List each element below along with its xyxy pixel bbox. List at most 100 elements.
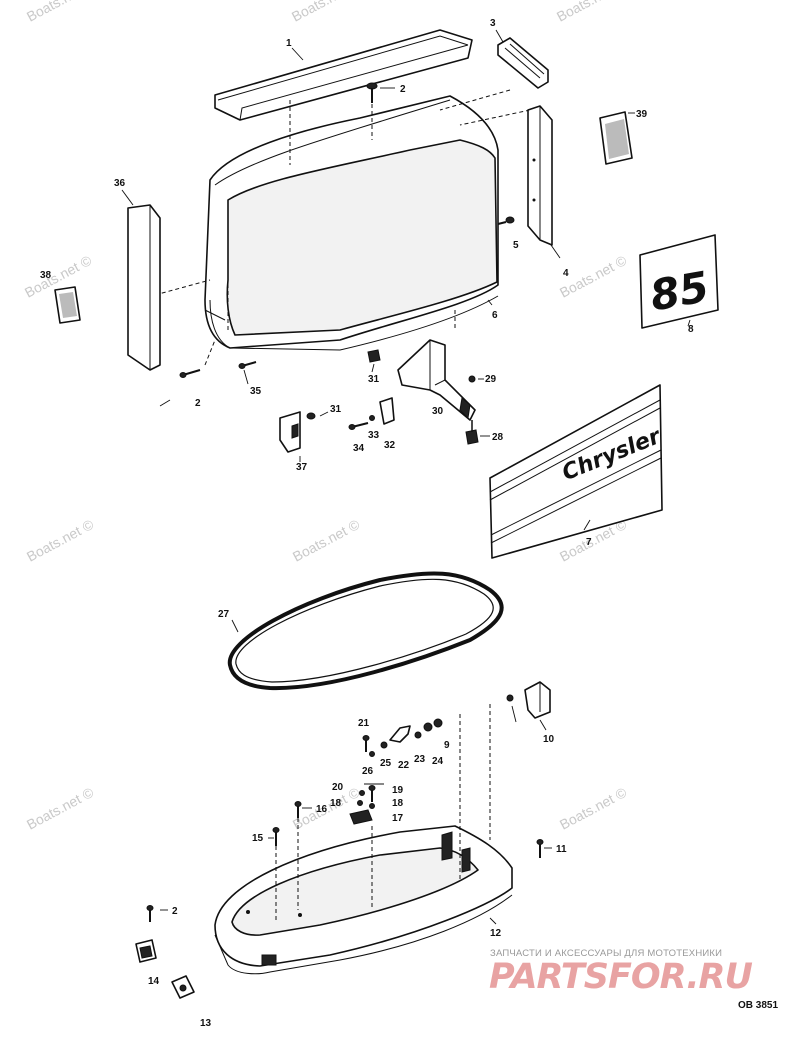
part-32-catch	[379, 397, 395, 425]
part-31-nut	[367, 349, 381, 363]
part-14-grommet	[135, 939, 157, 963]
part-20-screw	[359, 790, 365, 796]
callout-labels: 1 2 3 39 38 36 5 4 8 6 31 29 2 35 30 31 …	[40, 18, 694, 1029]
callout-30: 30	[432, 406, 444, 417]
part-17-catch	[349, 809, 373, 825]
footer-russian-text: ЗАПЧАСТИ И АКСЕССУАРЫ ДЛЯ МОТОТЕХНИКИ	[490, 948, 723, 959]
callout-13: 13	[200, 1018, 212, 1029]
callout-36: 36	[114, 178, 126, 189]
part-21-screw	[362, 735, 370, 752]
callout-26: 26	[362, 766, 374, 777]
callout-15: 15	[252, 833, 264, 844]
part-25-washer	[380, 741, 388, 749]
part-15-screw	[272, 827, 280, 846]
part-2-screw	[146, 905, 154, 922]
part-8-model-decal: 85	[639, 234, 719, 329]
callout-11: 11	[556, 844, 567, 855]
callout-12: 12	[490, 928, 502, 939]
callout-5: 5	[513, 240, 519, 251]
callout-32: 32	[384, 440, 396, 451]
part-39-decal	[599, 111, 633, 165]
diagram-code: OB 3851	[738, 1000, 779, 1011]
part-23-nut	[414, 731, 422, 739]
callout-8: 8	[688, 324, 694, 335]
part-10-bracket	[524, 681, 551, 719]
part-33-washer	[369, 415, 375, 421]
part-24-washer	[423, 722, 433, 732]
callout-31: 31	[368, 374, 380, 385]
watermark: Boats.net ©	[554, 0, 627, 25]
watermark: Boats.net ©	[289, 0, 362, 25]
part-31-screw	[306, 412, 316, 420]
part-6-engine-cowl	[204, 95, 499, 351]
callout-2: 2	[172, 906, 178, 917]
part-29-washer	[468, 375, 476, 383]
callout-14: 14	[148, 976, 160, 987]
watermark: Boats.net ©	[24, 0, 97, 25]
callout-2: 2	[400, 84, 406, 95]
part-9-washer	[506, 694, 514, 702]
part-2-screw	[179, 369, 201, 378]
part-27-seal	[227, 571, 504, 691]
part-36-side-panel	[127, 204, 161, 371]
callout-29: 29	[485, 374, 497, 385]
callout-21: 21	[358, 718, 370, 729]
callout-9: 9	[444, 740, 450, 751]
callout-23: 23	[414, 754, 426, 765]
assembly-lines-bottom	[275, 704, 491, 920]
part-38-decal	[54, 286, 81, 324]
callout-7: 7	[586, 537, 592, 548]
callout-18: 18	[392, 798, 404, 809]
part-18-washer	[357, 800, 375, 809]
callout-4: 4	[563, 268, 569, 279]
callout-16: 16	[316, 804, 328, 815]
part-28-nut	[465, 420, 479, 445]
callout-35: 35	[250, 386, 262, 397]
part-4-side-bracket	[527, 105, 553, 246]
part-16-screw	[294, 801, 302, 818]
part-35-screw	[238, 361, 257, 369]
part-12-bottom-pan	[214, 825, 513, 975]
callout-3: 3	[490, 18, 496, 29]
callout-2: 2	[195, 398, 201, 409]
callout-27: 27	[218, 609, 230, 620]
part-2-screw	[366, 82, 378, 103]
watermark: Boats.net ©	[24, 784, 97, 833]
callout-33: 33	[368, 430, 380, 441]
callout-6: 6	[492, 310, 498, 321]
callout-17: 17	[392, 813, 404, 824]
part-7-brand-decal: Chrysler	[489, 384, 665, 559]
callout-28: 28	[492, 432, 504, 443]
part-34-screw	[348, 422, 369, 430]
assembly-lines-top	[154, 89, 531, 366]
watermark: Boats.net ©	[557, 784, 630, 833]
callout-18: 18	[330, 798, 342, 809]
watermark: Boats.net ©	[24, 516, 97, 565]
part-3-bracket	[497, 37, 549, 89]
part-1-top-trim	[214, 29, 473, 121]
part-26-washer	[369, 751, 375, 757]
callout-25: 25	[380, 758, 392, 769]
callout-31: 31	[330, 404, 342, 415]
callout-34: 34	[353, 443, 365, 454]
part-19-screw	[368, 785, 376, 802]
callout-24: 24	[432, 756, 444, 767]
partsfor-logo: PARTSFOR.RU	[489, 957, 753, 997]
callout-1: 1	[286, 38, 292, 49]
part-37-bracket	[279, 411, 301, 453]
callout-39: 39	[636, 109, 648, 120]
callout-19: 19	[392, 785, 404, 796]
part-5-screw	[497, 216, 515, 225]
callout-20: 20	[332, 782, 344, 793]
callout-10: 10	[543, 734, 555, 745]
part-13-latch	[171, 975, 195, 999]
watermark: Boats.net ©	[290, 516, 363, 565]
callout-37: 37	[296, 462, 308, 473]
part-11-screw	[536, 839, 544, 858]
callout-22: 22	[398, 760, 410, 771]
callout-leaders	[159, 319, 691, 925]
decal-model-number: 85	[646, 262, 712, 320]
part-9-washer	[433, 718, 443, 728]
part-30-latch-lever	[397, 339, 476, 421]
